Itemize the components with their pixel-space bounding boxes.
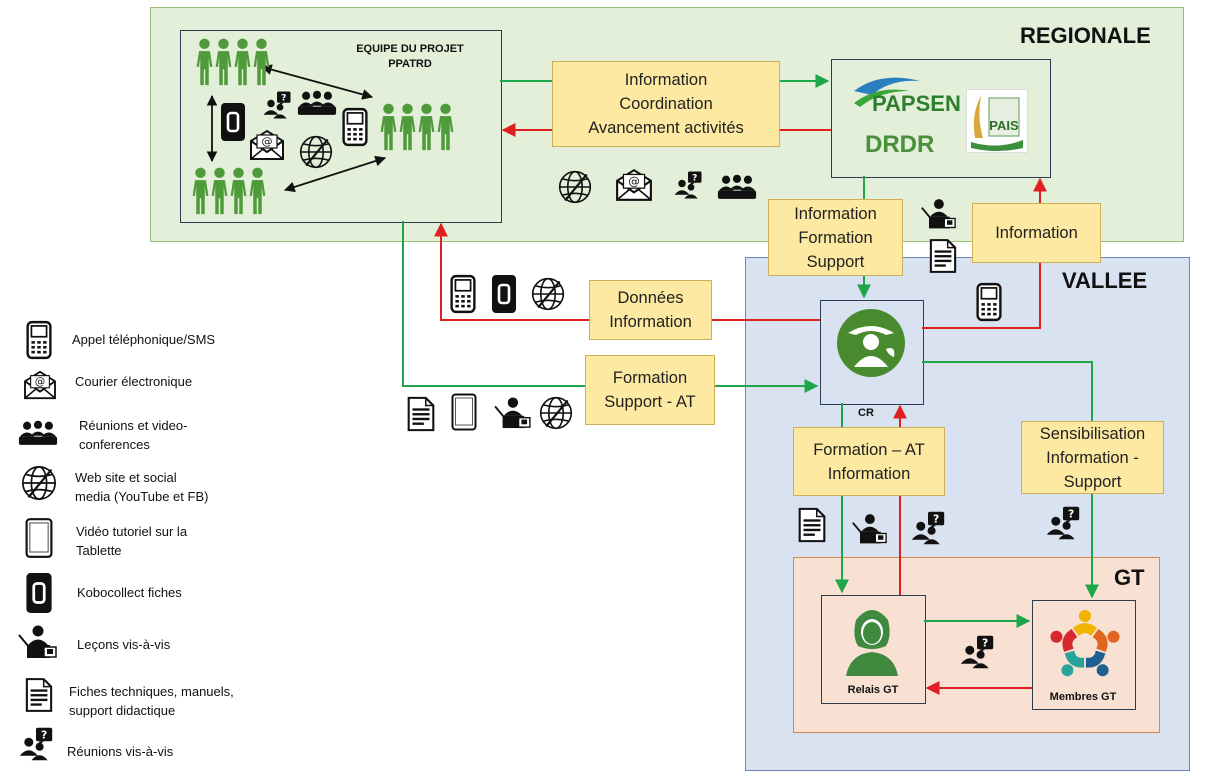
pais-logo-graphic: PAIS — [971, 96, 1023, 151]
legend-tablet-icon — [25, 518, 53, 558]
pais-logo: PAIS — [966, 89, 1028, 153]
papsen-logo: PAPSEN — [850, 73, 961, 117]
relais-label: Relais GT — [847, 684, 899, 696]
lesson-icon — [851, 513, 887, 545]
legend-phone-icon — [26, 320, 52, 360]
legend-label-meetings: Réunions et video- conferences — [79, 418, 188, 452]
legend-document-icon — [25, 678, 53, 712]
lesson-icon — [920, 198, 956, 230]
phone-icon — [342, 107, 368, 147]
globe-icon — [558, 170, 592, 204]
arrow-team-top — [260, 64, 374, 100]
globe-icon — [299, 135, 333, 169]
legend-label-document: Fiches techniques, manuels, support dida… — [69, 684, 234, 718]
document-icon — [929, 239, 957, 273]
question-meeting-icon — [1046, 506, 1080, 540]
legend-meeting-group-icon — [18, 420, 58, 445]
flow-label-information: Information — [972, 203, 1101, 263]
flow-label-donnees-info: Données Information — [589, 280, 712, 340]
legend-lesson-icon — [18, 625, 57, 659]
drdr-label: DRDR — [865, 131, 935, 158]
legend-kobo-icon — [25, 572, 53, 614]
kobo-icon — [491, 274, 517, 314]
legend-label-question-meeting: Réunions vis-à-vis — [67, 744, 174, 759]
gt-title: GT — [1114, 565, 1145, 590]
meeting-group-icon — [297, 90, 337, 115]
pais-logo-text: PAIS — [989, 118, 1019, 133]
community-circle-icon — [1050, 610, 1120, 677]
flow-label-info-coord: Information Coordination Avancement acti… — [552, 61, 780, 147]
legend-email-icon — [24, 370, 56, 400]
relais-avatar — [842, 602, 902, 678]
legend-label-tablet: Vidéo tutoriel sur la Tablette — [76, 524, 188, 558]
arrow-cr-to-membres — [922, 361, 1099, 599]
question-meeting-icon — [960, 635, 994, 669]
woman-icon — [846, 610, 898, 676]
phone-icon — [976, 282, 1002, 322]
tablet-icon — [451, 393, 477, 431]
team-group-top — [196, 38, 270, 86]
legend-label-lesson: Leçons vis-à-vis — [77, 637, 171, 652]
flow-label-formation-at-info: Formation – AT Information — [793, 427, 945, 496]
lesson-icon — [494, 397, 531, 429]
email-icon — [249, 129, 285, 161]
membres-avatar — [1040, 604, 1130, 686]
meeting-group-icon — [717, 174, 757, 199]
cr-label: CR — [858, 407, 874, 419]
globe-icon — [539, 396, 573, 430]
flow-label-sensibilisation: Sensibilisation Information - Support — [1021, 421, 1164, 494]
question-meeting-icon — [263, 91, 291, 119]
vallee-title: VALLEE — [1062, 268, 1148, 293]
regionale-title: REGIONALE — [1020, 23, 1151, 48]
legend-label-phone: Appel téléphonique/SMS — [72, 332, 216, 347]
equipe-title: EQUIPE DU PROJET PPATRD — [356, 43, 464, 70]
globe-icon — [531, 277, 565, 311]
legend: Appel téléphonique/SMS Courier électroni… — [0, 310, 260, 776]
team-group-right — [380, 103, 454, 151]
legend-label-web: Web site et social media (YouTube et FB) — [75, 470, 209, 504]
papsen-logo-text: PAPSEN — [872, 91, 961, 116]
email-icon — [616, 169, 652, 201]
kobo-icon — [220, 102, 246, 142]
document-icon — [798, 507, 826, 543]
question-meeting-icon — [911, 511, 945, 545]
membres-label: Membres GT — [1049, 691, 1117, 703]
flow-label-formation-support-at: Formation Support - AT — [585, 355, 715, 425]
legend-label-email: Courier électronique — [75, 374, 193, 389]
legend-globe-icon — [21, 465, 57, 501]
papsen-logo-graphic: PAPSEN — [854, 77, 961, 116]
legend-label-kobo: Kobocollect fiches — [77, 585, 182, 600]
document-icon — [407, 396, 435, 432]
question-meeting-icon — [674, 171, 702, 199]
flow-label-info-form-support: Information Formation Support — [768, 199, 903, 276]
phone-icon — [450, 274, 476, 314]
cr-avatar — [826, 309, 916, 379]
arrow-team-bottom — [283, 155, 387, 193]
farmer-icon — [837, 309, 905, 377]
team-group-bottom — [192, 167, 266, 215]
legend-question-meeting-icon — [19, 727, 53, 761]
equipe-box — [180, 30, 502, 223]
